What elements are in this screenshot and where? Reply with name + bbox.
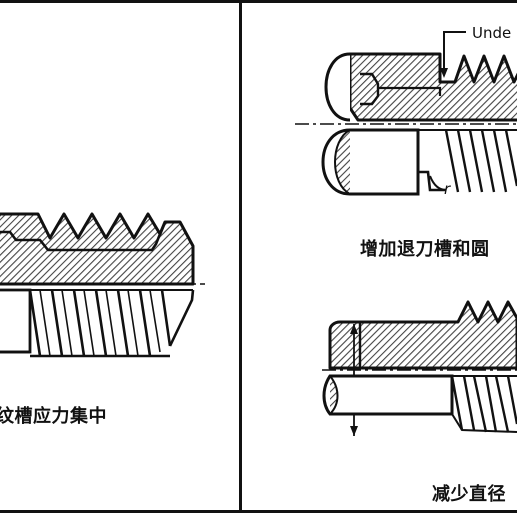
caption-top-right: 增加退刀槽和圆 [360, 239, 490, 260]
undercut-leader-line [443, 31, 466, 70]
frame-top [0, 0, 517, 3]
undercut-callout: Unde [472, 24, 511, 42]
reduced-upper-section [328, 300, 517, 370]
panel-divider [239, 0, 242, 513]
left-thread-drawing [0, 212, 205, 358]
frame-bottom [0, 510, 517, 513]
caption-bottom-right: 减少直径 [432, 484, 506, 505]
caption-left: 纹槽应力集中 [0, 406, 107, 427]
radius-callout: r [444, 180, 451, 198]
undercut-drawing: Unde r [295, 24, 517, 198]
reduced-diameter-drawing [322, 300, 517, 436]
